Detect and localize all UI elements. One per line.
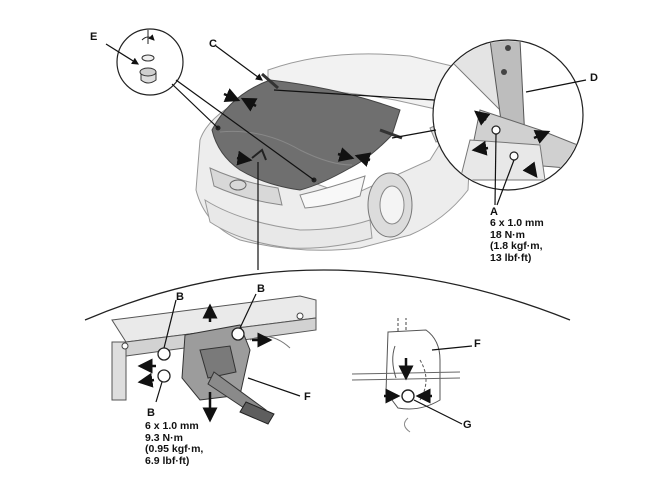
detail-arc — [84, 269, 571, 321]
callout-g-label: G — [463, 419, 472, 431]
leader-line — [525, 79, 587, 93]
latch-bolt-b — [157, 347, 171, 361]
leader-line — [215, 45, 263, 81]
torque-spec-b: 6 x 1.0 mm 9.3 N·m (0.95 kgf·m, 6.9 lbf·… — [145, 420, 204, 467]
detail-e-hood-bumper — [105, 28, 184, 96]
leader-line — [171, 83, 219, 129]
leader-line — [496, 159, 515, 206]
leader-line — [273, 89, 435, 101]
hinge-bolt-a — [491, 125, 501, 135]
callout-f-label: F — [474, 338, 481, 350]
torque-spec-a: 6 x 1.0 mm 18 N·m (1.8 kgf·m, 13 lbf·ft) — [490, 217, 544, 264]
car-illustration — [195, 53, 471, 251]
hood-striker-detail — [351, 318, 473, 433]
latch-bolt-b — [231, 327, 245, 341]
latch-bolt-b — [157, 369, 171, 383]
detail-d-hood-hinge — [432, 39, 587, 206]
callout-b-label: B — [257, 283, 265, 295]
leader-line — [391, 129, 437, 139]
hood-latch-detail — [111, 293, 317, 425]
callout-b-label: B — [147, 407, 155, 419]
callout-b-label: B — [176, 291, 184, 303]
emblem — [229, 179, 247, 191]
callout-c-label: C — [209, 38, 217, 50]
callout-d-label: D — [590, 72, 598, 84]
callout-a-label: A — [490, 206, 498, 218]
leader-line — [494, 133, 497, 206]
leader-line — [175, 79, 315, 181]
callout-e-label: E — [90, 31, 98, 43]
striker-g — [401, 389, 415, 403]
callout-f-label: F — [304, 391, 311, 403]
hinge-bolt-a — [509, 151, 519, 161]
